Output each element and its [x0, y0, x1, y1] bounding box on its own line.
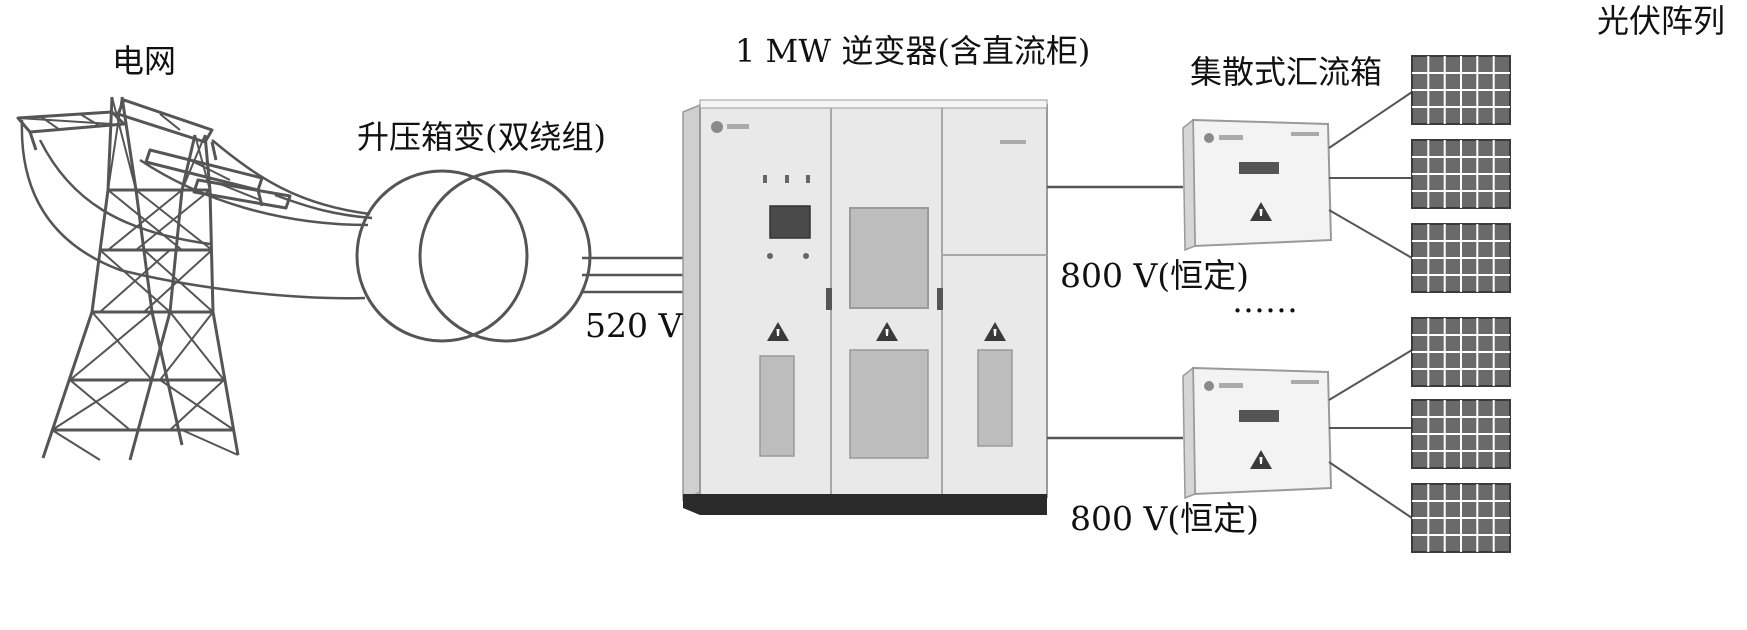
combiner-label: 集散式汇流箱	[1190, 53, 1382, 91]
solar-panel-icon	[1411, 139, 1511, 209]
ac-connection-lines	[582, 256, 693, 294]
solar-panel-icon	[1411, 483, 1511, 553]
transformer-label: 升压箱变(双绕组)	[357, 118, 606, 156]
dc-connection-lines	[1047, 185, 1183, 440]
inverter-label: 1 MW 逆变器(含直流柜)	[735, 32, 1090, 70]
pv-array-label: 光伏阵列	[1597, 2, 1725, 40]
ac-voltage-label: 520 V	[585, 306, 683, 345]
dc-voltage-top-label: 800 V(恒定)	[1060, 256, 1249, 295]
solar-panel-icon	[1411, 399, 1511, 469]
combiner-box-icon	[1183, 120, 1331, 250]
inverter-cabinet-icon	[682, 99, 1048, 515]
solar-panel-icon	[1411, 55, 1511, 125]
combiner-box-icon	[1183, 368, 1331, 498]
solar-panel-icon	[1411, 223, 1511, 293]
string-connection-lines	[1328, 91, 1413, 519]
transmission-tower-icon	[16, 96, 292, 461]
ellipsis-label: ……	[1232, 281, 1298, 320]
grid-power-lines	[20, 119, 373, 300]
grid-label: 电网	[112, 42, 176, 80]
transformer-symbol-icon	[355, 169, 592, 343]
solar-panel-icon	[1411, 317, 1511, 387]
dc-voltage-bottom-label: 800 V(恒定)	[1070, 499, 1259, 538]
